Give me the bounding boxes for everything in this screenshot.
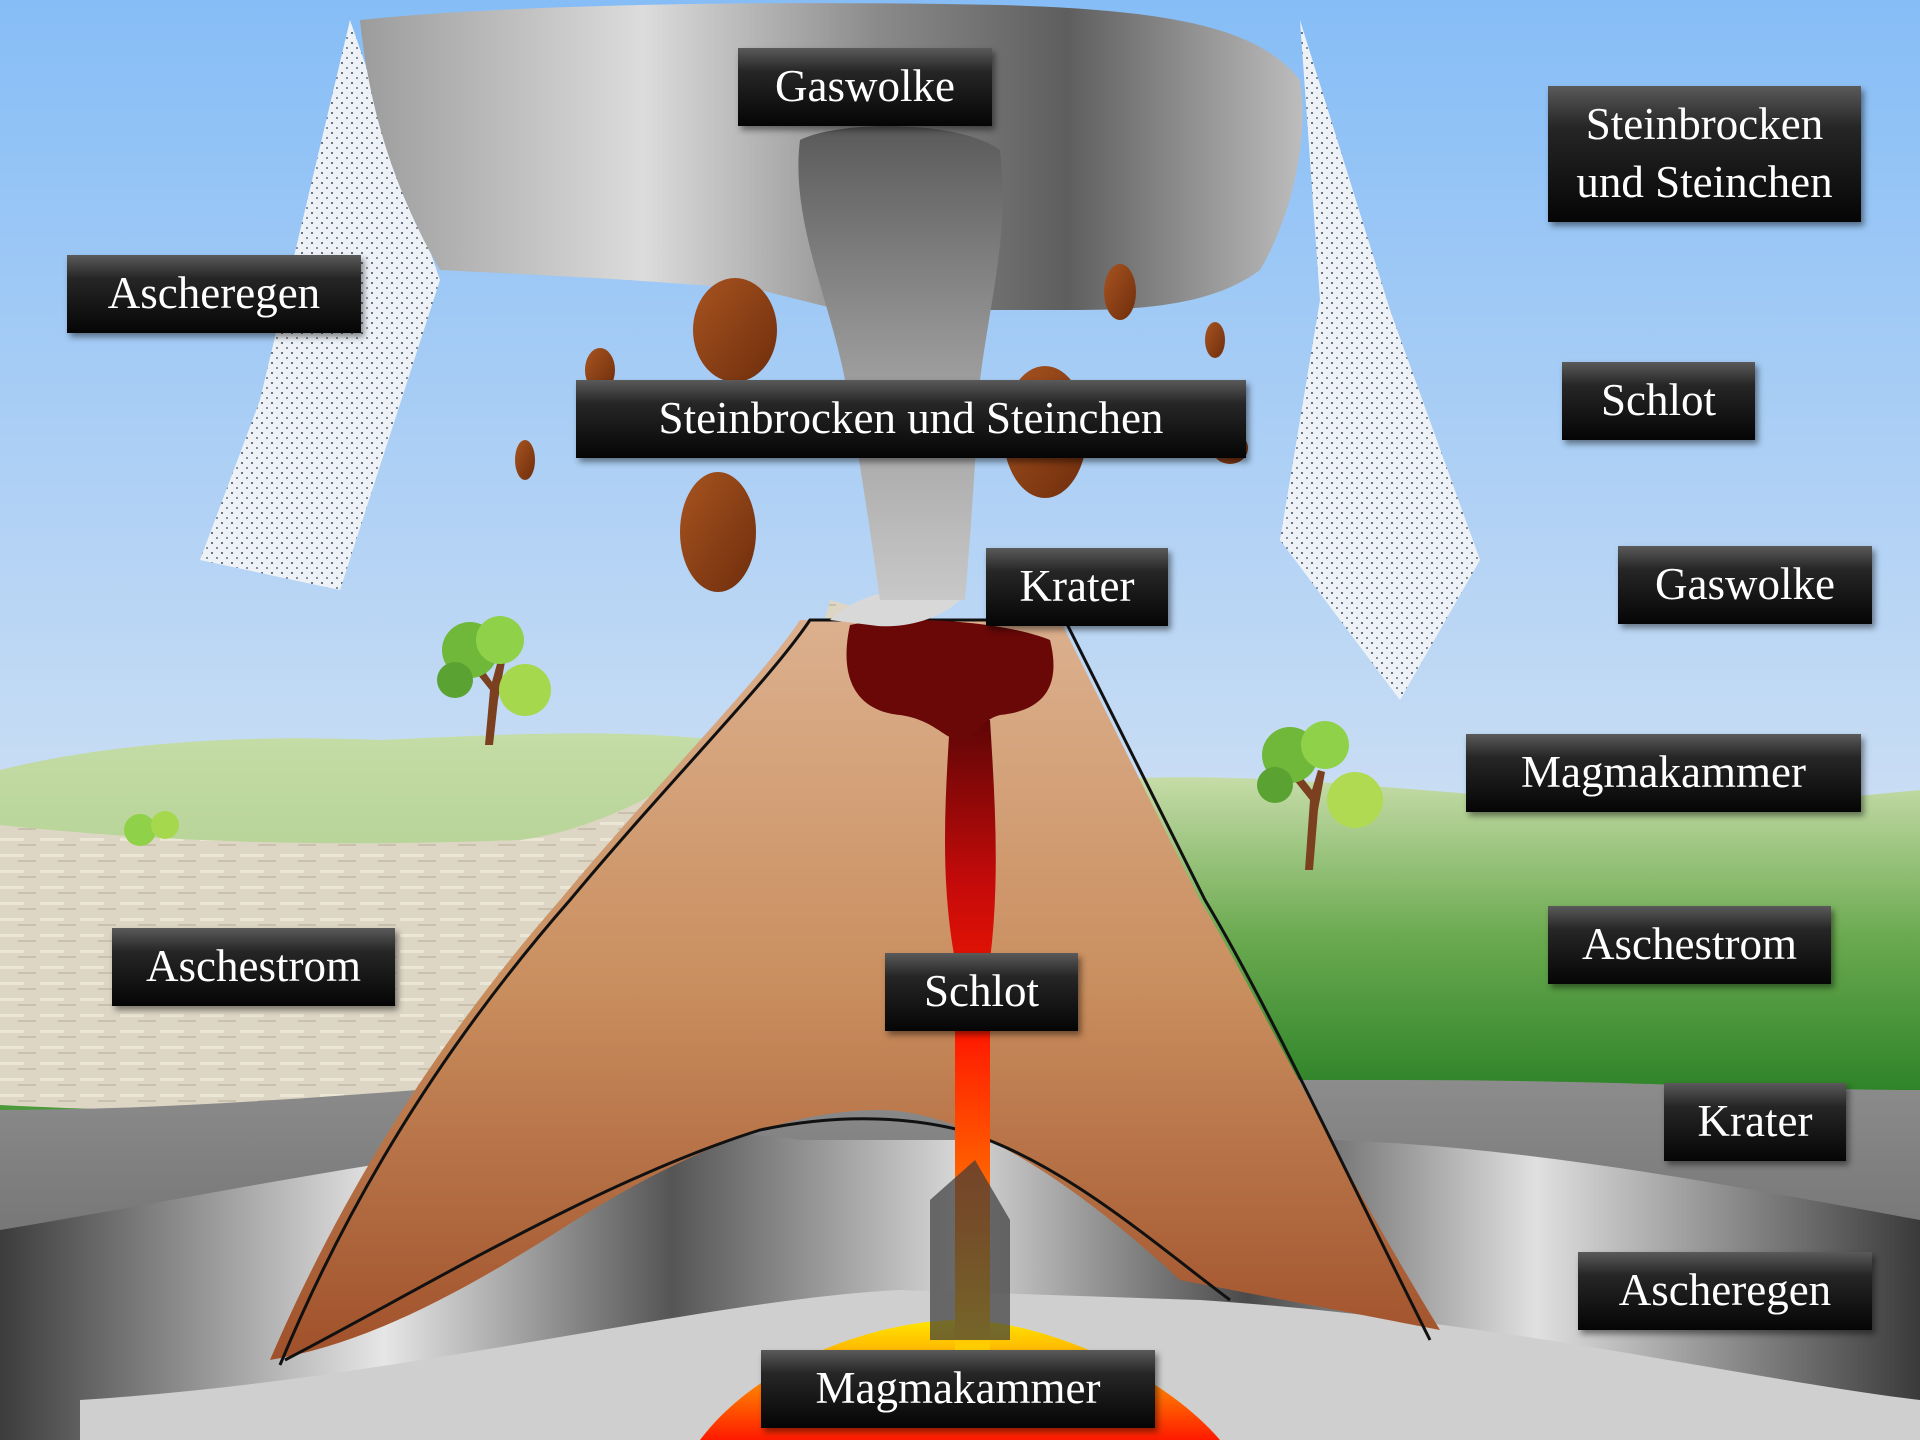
label-gas-cloud[interactable]: Gaswolke: [738, 48, 992, 126]
label-magma-chamber[interactable]: Magmakammer: [761, 1350, 1155, 1428]
rock: [1205, 322, 1225, 358]
tree: [1257, 721, 1383, 870]
label-vent[interactable]: Schlot: [885, 953, 1078, 1031]
hill-right: [1100, 777, 1920, 1100]
rock: [515, 440, 535, 480]
answer-rocks-line2: und Steinchen: [1576, 157, 1833, 207]
volcano-outline: [278, 618, 1432, 1366]
answer-crater[interactable]: Krater: [1664, 1083, 1846, 1161]
answer-rocks-line1: Steinbrocken: [1585, 99, 1824, 150]
answer-vent[interactable]: Schlot: [1562, 362, 1755, 440]
gas-plume: [798, 126, 1003, 601]
label-rocks[interactable]: Steinbrocken und Steinchen: [576, 380, 1246, 458]
crater-magma: [846, 620, 1054, 740]
ash-rain-right: [1280, 20, 1480, 700]
answer-ash-rain[interactable]: Ascheregen: [1578, 1252, 1872, 1330]
rock: [1104, 264, 1136, 320]
vent-dark-rock: [930, 1160, 1010, 1340]
answer-rocks[interactable]: Steinbrocken und Steinchen: [1548, 86, 1861, 222]
volcano-base-outline: [284, 1117, 1231, 1362]
rock: [680, 472, 756, 592]
shrub: [124, 811, 179, 846]
answer-ash-flow[interactable]: Aschestrom: [1548, 906, 1831, 984]
label-crater[interactable]: Krater: [986, 548, 1168, 626]
volcano-cone: [270, 620, 1440, 1360]
answer-magma-chamber[interactable]: Magmakammer: [1466, 734, 1861, 812]
rock: [693, 278, 777, 382]
label-ash-flow[interactable]: Aschestrom: [112, 928, 395, 1006]
label-ash-rain[interactable]: Ascheregen: [67, 255, 361, 333]
tree: [437, 616, 551, 745]
answer-gas-cloud[interactable]: Gaswolke: [1618, 546, 1872, 624]
